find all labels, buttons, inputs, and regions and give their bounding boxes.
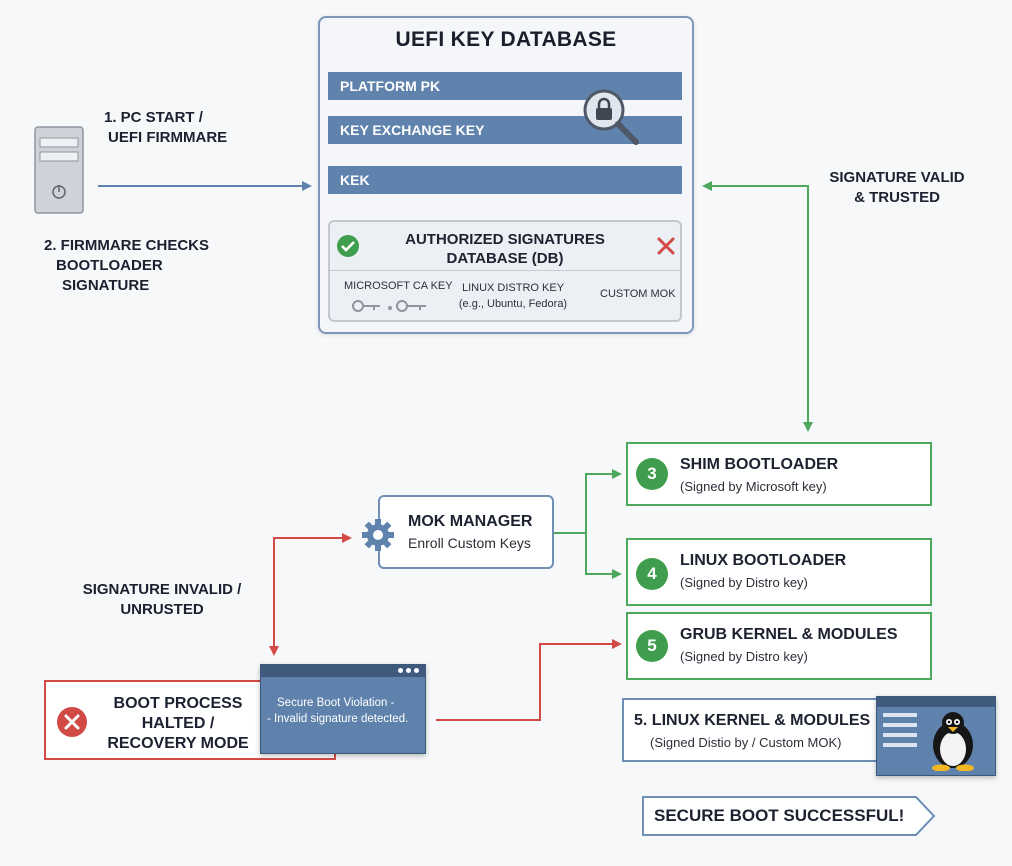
custom-mok-key: CUSTOM MOK: [600, 288, 676, 300]
microsoft-ca-key: MICROSOFT CA KEY: [344, 280, 453, 292]
lock-magnifier-icon: [580, 86, 642, 148]
keys-icon: [346, 296, 432, 321]
mok-subtitle: Enroll Custom Keys: [408, 535, 531, 551]
step-linux-bootloader: 4 LINUX BOOTLOADER (Signed by Distro key…: [626, 538, 932, 606]
alert-message: Secure Boot Violation - - Invalid signat…: [267, 697, 409, 725]
signature-valid-label: SIGNATURE VALID & TRUSTED: [829, 169, 965, 206]
violation-alert-window: Secure Boot Violation - - Invalid signat…: [260, 664, 426, 754]
step-number-3: 3: [636, 458, 668, 490]
mok-manager-box: MOK MANAGER Enroll Custom Keys: [362, 495, 554, 569]
step-number-5: 5: [636, 630, 668, 662]
arrow-halt-to-grub: [436, 639, 622, 721]
arrow-to-mok: [273, 533, 352, 652]
success-text: SECURE BOOT SUCCESSFUL!: [654, 806, 905, 825]
window-menu-lines: [883, 713, 917, 747]
step-number-4: 4: [636, 558, 668, 590]
linux-distro-key: LINUX DISTRO KEY (e.g., Ubuntu, Fedora): [458, 282, 568, 310]
step-subtitle: (Signed by Distro key): [680, 575, 808, 590]
step-shim-bootloader: 3 SHIM BOOTLOADER (Signed by Microsoft k…: [626, 442, 932, 506]
arrow-valid-trusted: [702, 181, 809, 422]
cross-icon: [656, 236, 676, 261]
mok-title: MOK MANAGER: [408, 513, 533, 530]
authorized-signatures-db: AUTHORIZED SIGNATURES DATABASE (DB) MICR…: [328, 220, 682, 322]
alert-titlebar: [261, 665, 425, 677]
step-grub-kernel-modules: 5 GRUB KERNEL & MODULES (Signed by Distr…: [626, 612, 932, 680]
window-titlebar: [877, 697, 995, 707]
step-title: LINUX BOOTLOADER: [680, 552, 847, 569]
gear-icon: [360, 517, 396, 558]
signatures-title: AUTHORIZED SIGNATURES DATABASE (DB): [405, 231, 605, 267]
linux-desktop-window: [876, 696, 996, 776]
computer-tower-icon: [34, 126, 84, 214]
key-row-platform: PLATFORM PK: [328, 72, 682, 100]
arrow-mok-to-linux-bootloader: [585, 533, 622, 579]
pc-start-label: 1. PC START / UEFI FIRMMARE: [104, 109, 228, 146]
signatures-divider: [330, 270, 680, 271]
arrow-mok-to-shim: [554, 469, 622, 534]
step-subtitle: (Signed by Distro key): [680, 649, 808, 664]
step-subtitle: (Signed by Microsoft key): [680, 479, 827, 494]
check-icon: [336, 234, 360, 263]
key-row-kek: KEK: [328, 166, 682, 194]
step-title: SHIM BOOTLOADER: [680, 456, 839, 473]
window-controls: [398, 668, 419, 673]
kernel-title: 5. LINUX KERNEL & MODULES: [634, 712, 871, 729]
kernel-subtitle: (Signed Distio by / Custom MOK): [650, 735, 842, 750]
secure-boot-success-banner: SECURE BOOT SUCCESSFUL!: [642, 796, 936, 836]
error-icon: [56, 706, 88, 743]
signature-invalid-label: SIGNATURE INVALID / UNRUSTED: [82, 581, 242, 618]
uefi-key-database-panel: UEFI KEY DATABASE PLATFORM PK KEY EXCHAN…: [318, 16, 694, 334]
firmware-check-label: 2. FIRMMARE CHECKS BOOTLOADER SIGNATURE: [44, 237, 210, 294]
database-title: UEFI KEY DATABASE: [395, 28, 617, 51]
step-title: GRUB KERNEL & MODULES: [680, 626, 898, 643]
tux-penguin-icon: [923, 709, 983, 776]
halt-text: BOOT PROCESS HALTED / RECOVERY MODE: [107, 695, 249, 752]
